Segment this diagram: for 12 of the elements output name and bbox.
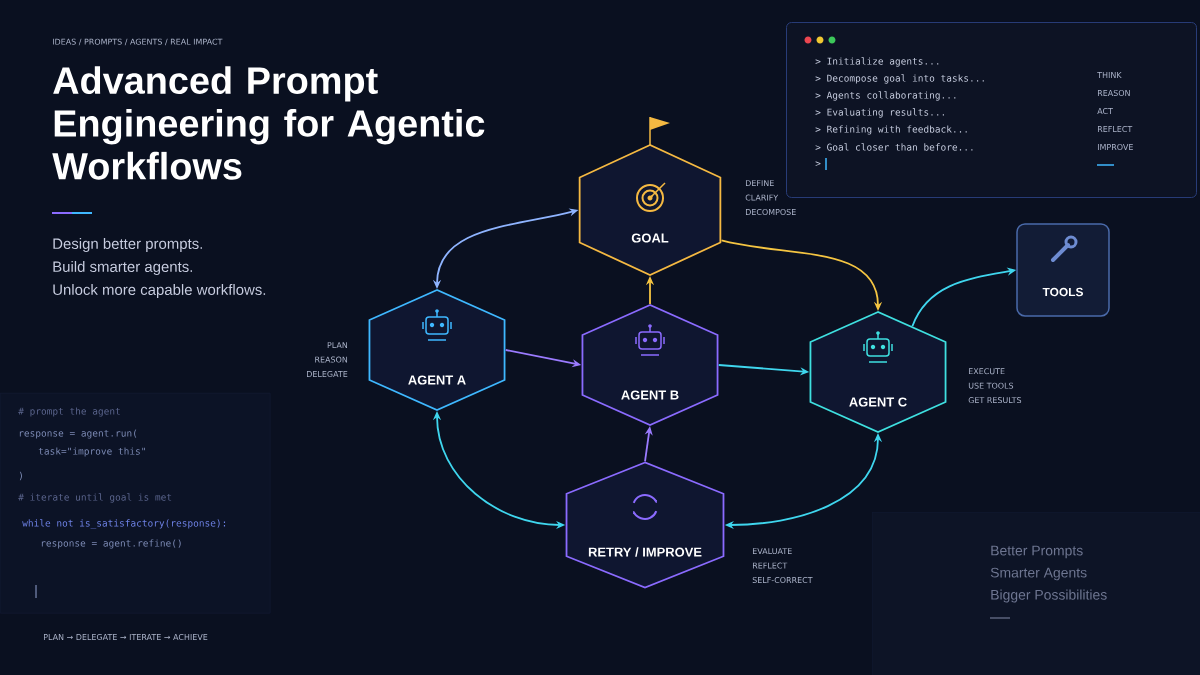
book-cover: Better Prompts Smarter Agents Bigger Possibilities — [872, 512, 1200, 675]
title: Advanced Prompt Engineering for Agentic Workflows — [52, 66, 485, 180]
hexagon-node: AGENT B — [581, 304, 719, 426]
hexagon-node: AGENT A — [368, 289, 506, 411]
subtitle-text: Build smarter agents. — [53, 261, 192, 275]
subtitle-text: Design better prompts. — [53, 238, 202, 252]
hexagon-node: AGENT C — [809, 311, 947, 433]
code-panel: # prompt the agent response = agent.run( task="improve this" ) # iterate until goal is met while not is_satisfactory(response): response = agent.refine() — [0, 393, 271, 614]
tool-tile: TOOLS — [1016, 223, 1110, 317]
hexagon-node: GOAL — [578, 144, 722, 276]
subtitle-text: Unlock more capable workflows. — [53, 284, 266, 298]
hexagon-node: RETRY / IMPROVE — [565, 461, 725, 589]
